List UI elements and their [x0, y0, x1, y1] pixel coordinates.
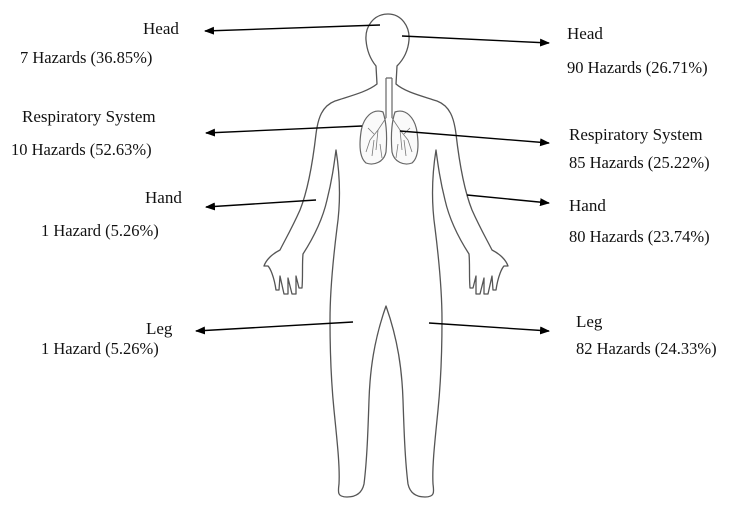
- right-respiratory-count: 85 Hazards (25.22%): [569, 155, 710, 172]
- arrow-right-head: [402, 36, 549, 43]
- left-leg-count: 1 Hazard (5.26%): [41, 341, 159, 358]
- arrow-left-head: [205, 25, 380, 31]
- left-hand-label: Hand: [145, 189, 182, 206]
- arrow-right-respiratory: [400, 131, 549, 143]
- right-leg-count: 82 Hazards (24.33%): [576, 341, 717, 358]
- left-respiratory-count: 10 Hazards (52.63%): [11, 142, 152, 159]
- trachea: [386, 78, 392, 118]
- left-hand-count: 1 Hazard (5.26%): [41, 223, 159, 240]
- arrow-left-hand: [206, 200, 316, 207]
- left-respiratory-label: Respiratory System: [22, 108, 156, 125]
- right-respiratory-label: Respiratory System: [569, 126, 703, 143]
- arrow-right-hand: [467, 195, 549, 203]
- left-lung: [360, 111, 386, 164]
- right-lung: [391, 111, 417, 164]
- right-leg-label: Leg: [576, 313, 602, 330]
- right-head-count: 90 Hazards (26.71%): [567, 60, 708, 77]
- arrow-right-leg: [429, 323, 549, 331]
- left-leg-label: Leg: [146, 320, 172, 337]
- left-head-label: Head: [143, 20, 179, 37]
- right-hand-count: 80 Hazards (23.74%): [569, 229, 710, 246]
- left-head-count: 7 Hazards (36.85%): [20, 50, 152, 67]
- arrow-left-respiratory: [206, 126, 362, 133]
- right-hand-label: Hand: [569, 197, 606, 214]
- right-head-label: Head: [567, 25, 603, 42]
